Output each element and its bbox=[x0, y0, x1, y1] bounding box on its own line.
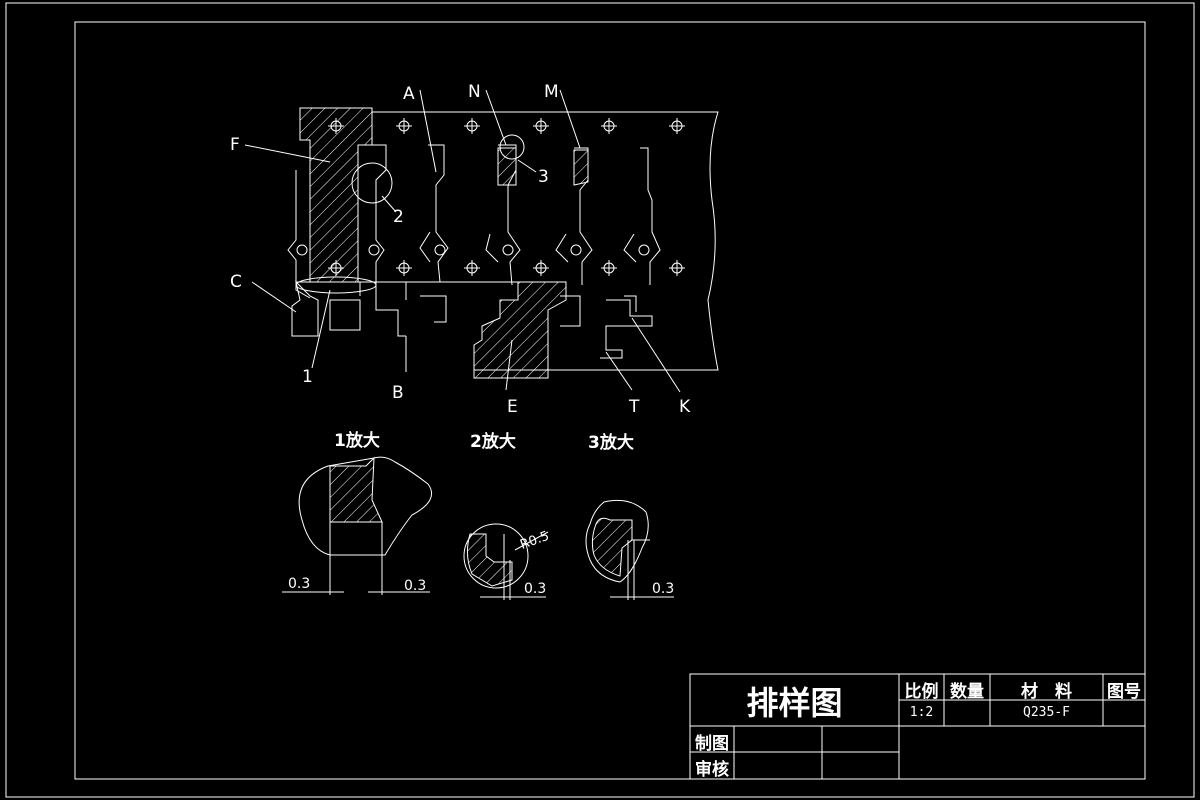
material-label: 材 料 bbox=[1021, 682, 1072, 702]
scale-label: 比例 bbox=[904, 682, 939, 702]
strip-layout bbox=[244, 89, 719, 393]
leader-lines bbox=[244, 89, 681, 393]
callout-3: 3 bbox=[538, 167, 549, 187]
detail-3-view: 3放大 0.3 bbox=[585, 432, 674, 600]
detail-2-dim: 0.3 bbox=[524, 581, 546, 597]
detail-1-view: 1放大 0.3 0.3 bbox=[282, 430, 432, 595]
detail-2-title: 2放大 bbox=[470, 431, 516, 452]
outer-border bbox=[5, 2, 1195, 798]
detail-circle-3 bbox=[499, 134, 525, 160]
title-block-grid bbox=[689, 673, 1146, 780]
scrap-F bbox=[299, 107, 373, 283]
callout-F: F bbox=[230, 135, 240, 155]
callout-C: C bbox=[230, 272, 242, 292]
detail-circle-1 bbox=[295, 276, 377, 294]
detail-3-title: 3放大 bbox=[588, 432, 634, 453]
callout-1: 1 bbox=[302, 367, 313, 387]
detail-1-dim-right: 0.3 bbox=[404, 578, 426, 594]
callout-B: B bbox=[392, 383, 404, 403]
inner-border bbox=[74, 21, 1146, 780]
scrap-E bbox=[473, 281, 567, 379]
drawing-title: 排样图 bbox=[746, 684, 843, 722]
detail-3-dim: 0.3 bbox=[652, 581, 674, 597]
pilot-holes-middle bbox=[328, 260, 685, 276]
drawn-by-label: 制图 bbox=[695, 734, 729, 754]
callout-M: M bbox=[544, 82, 559, 102]
detail-1-title: 1放大 bbox=[334, 430, 380, 451]
quantity-label: 数量 bbox=[950, 682, 984, 702]
callout-labels: A N M F C 1 2 3 B E T K bbox=[230, 82, 691, 417]
detail-2-radius: R0.5 bbox=[518, 529, 551, 553]
callout-2: 2 bbox=[393, 207, 404, 227]
detail-2-view: 2放大 R0.5 0.3 bbox=[463, 431, 551, 600]
callout-T: T bbox=[628, 397, 640, 417]
callout-K: K bbox=[679, 397, 691, 417]
scale-value: 1:2 bbox=[909, 705, 934, 720]
callout-E: E bbox=[507, 397, 518, 417]
material-value: Q235-F bbox=[1023, 705, 1070, 720]
callout-N: N bbox=[468, 82, 481, 102]
detail-circle-2 bbox=[351, 162, 393, 204]
pilot-holes-top bbox=[328, 118, 685, 134]
callout-A: A bbox=[403, 84, 415, 104]
detail-1-dim-left: 0.3 bbox=[288, 576, 310, 592]
drawing-number-label: 图号 bbox=[1107, 682, 1141, 702]
reviewed-by-label: 审核 bbox=[695, 760, 729, 780]
